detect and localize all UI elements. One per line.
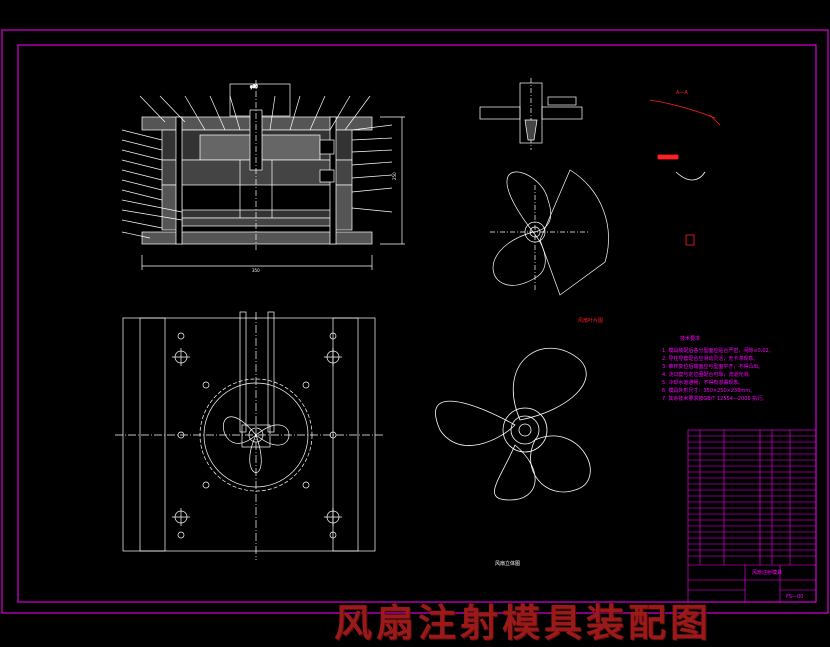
tech-requirements-title: 技术要求 [680,335,700,342]
top-dimension: φ80 [250,84,258,89]
title-block-name: 风扇注射模具 [752,569,782,576]
inner-frame [17,44,817,603]
tech-req-2: 2. 导柱导套配合应滑动灵活，无卡滞现象。 [662,355,758,362]
fan-product-view [435,347,591,501]
title-block-drawing-no: FS—00 [786,594,803,600]
parts-list-table [687,429,817,603]
detail-label: A—A [676,90,688,96]
bottom-dimension: 350 [252,268,260,273]
sprue-detail [479,78,583,150]
tech-req-1: 1. 模具装配后各分型面应贴合严密，间隙≤0.02。 [662,347,774,354]
drawing-title: 风扇注射模具装配图 [334,600,713,645]
mold-section-view: φ80 [121,80,405,270]
tech-req-5: 5. 冷却水道通畅，不得有渗漏现象。 [662,379,743,386]
tech-req-3: 3. 推杆复位后端面应与型面平齐，不得凸出。 [662,363,763,370]
tech-req-4: 4. 浇口套与定位圈配合可靠，流道光滑。 [662,371,753,378]
section-view-label: 风扇叶片图 [578,317,603,324]
mold-plan-view [115,311,385,560]
part-details [649,99,721,246]
side-dimension: 250 [392,172,397,180]
fan-blade-view [490,169,609,296]
product-view-label: 风扇立体图 [495,560,520,567]
outer-frame [1,29,829,614]
tech-req-7: 7. 其余技术要求按GB/T 12554—2006 执行。 [662,395,767,402]
tech-req-6: 6. 模具外形尺寸：350×250×238mm。 [662,387,755,394]
